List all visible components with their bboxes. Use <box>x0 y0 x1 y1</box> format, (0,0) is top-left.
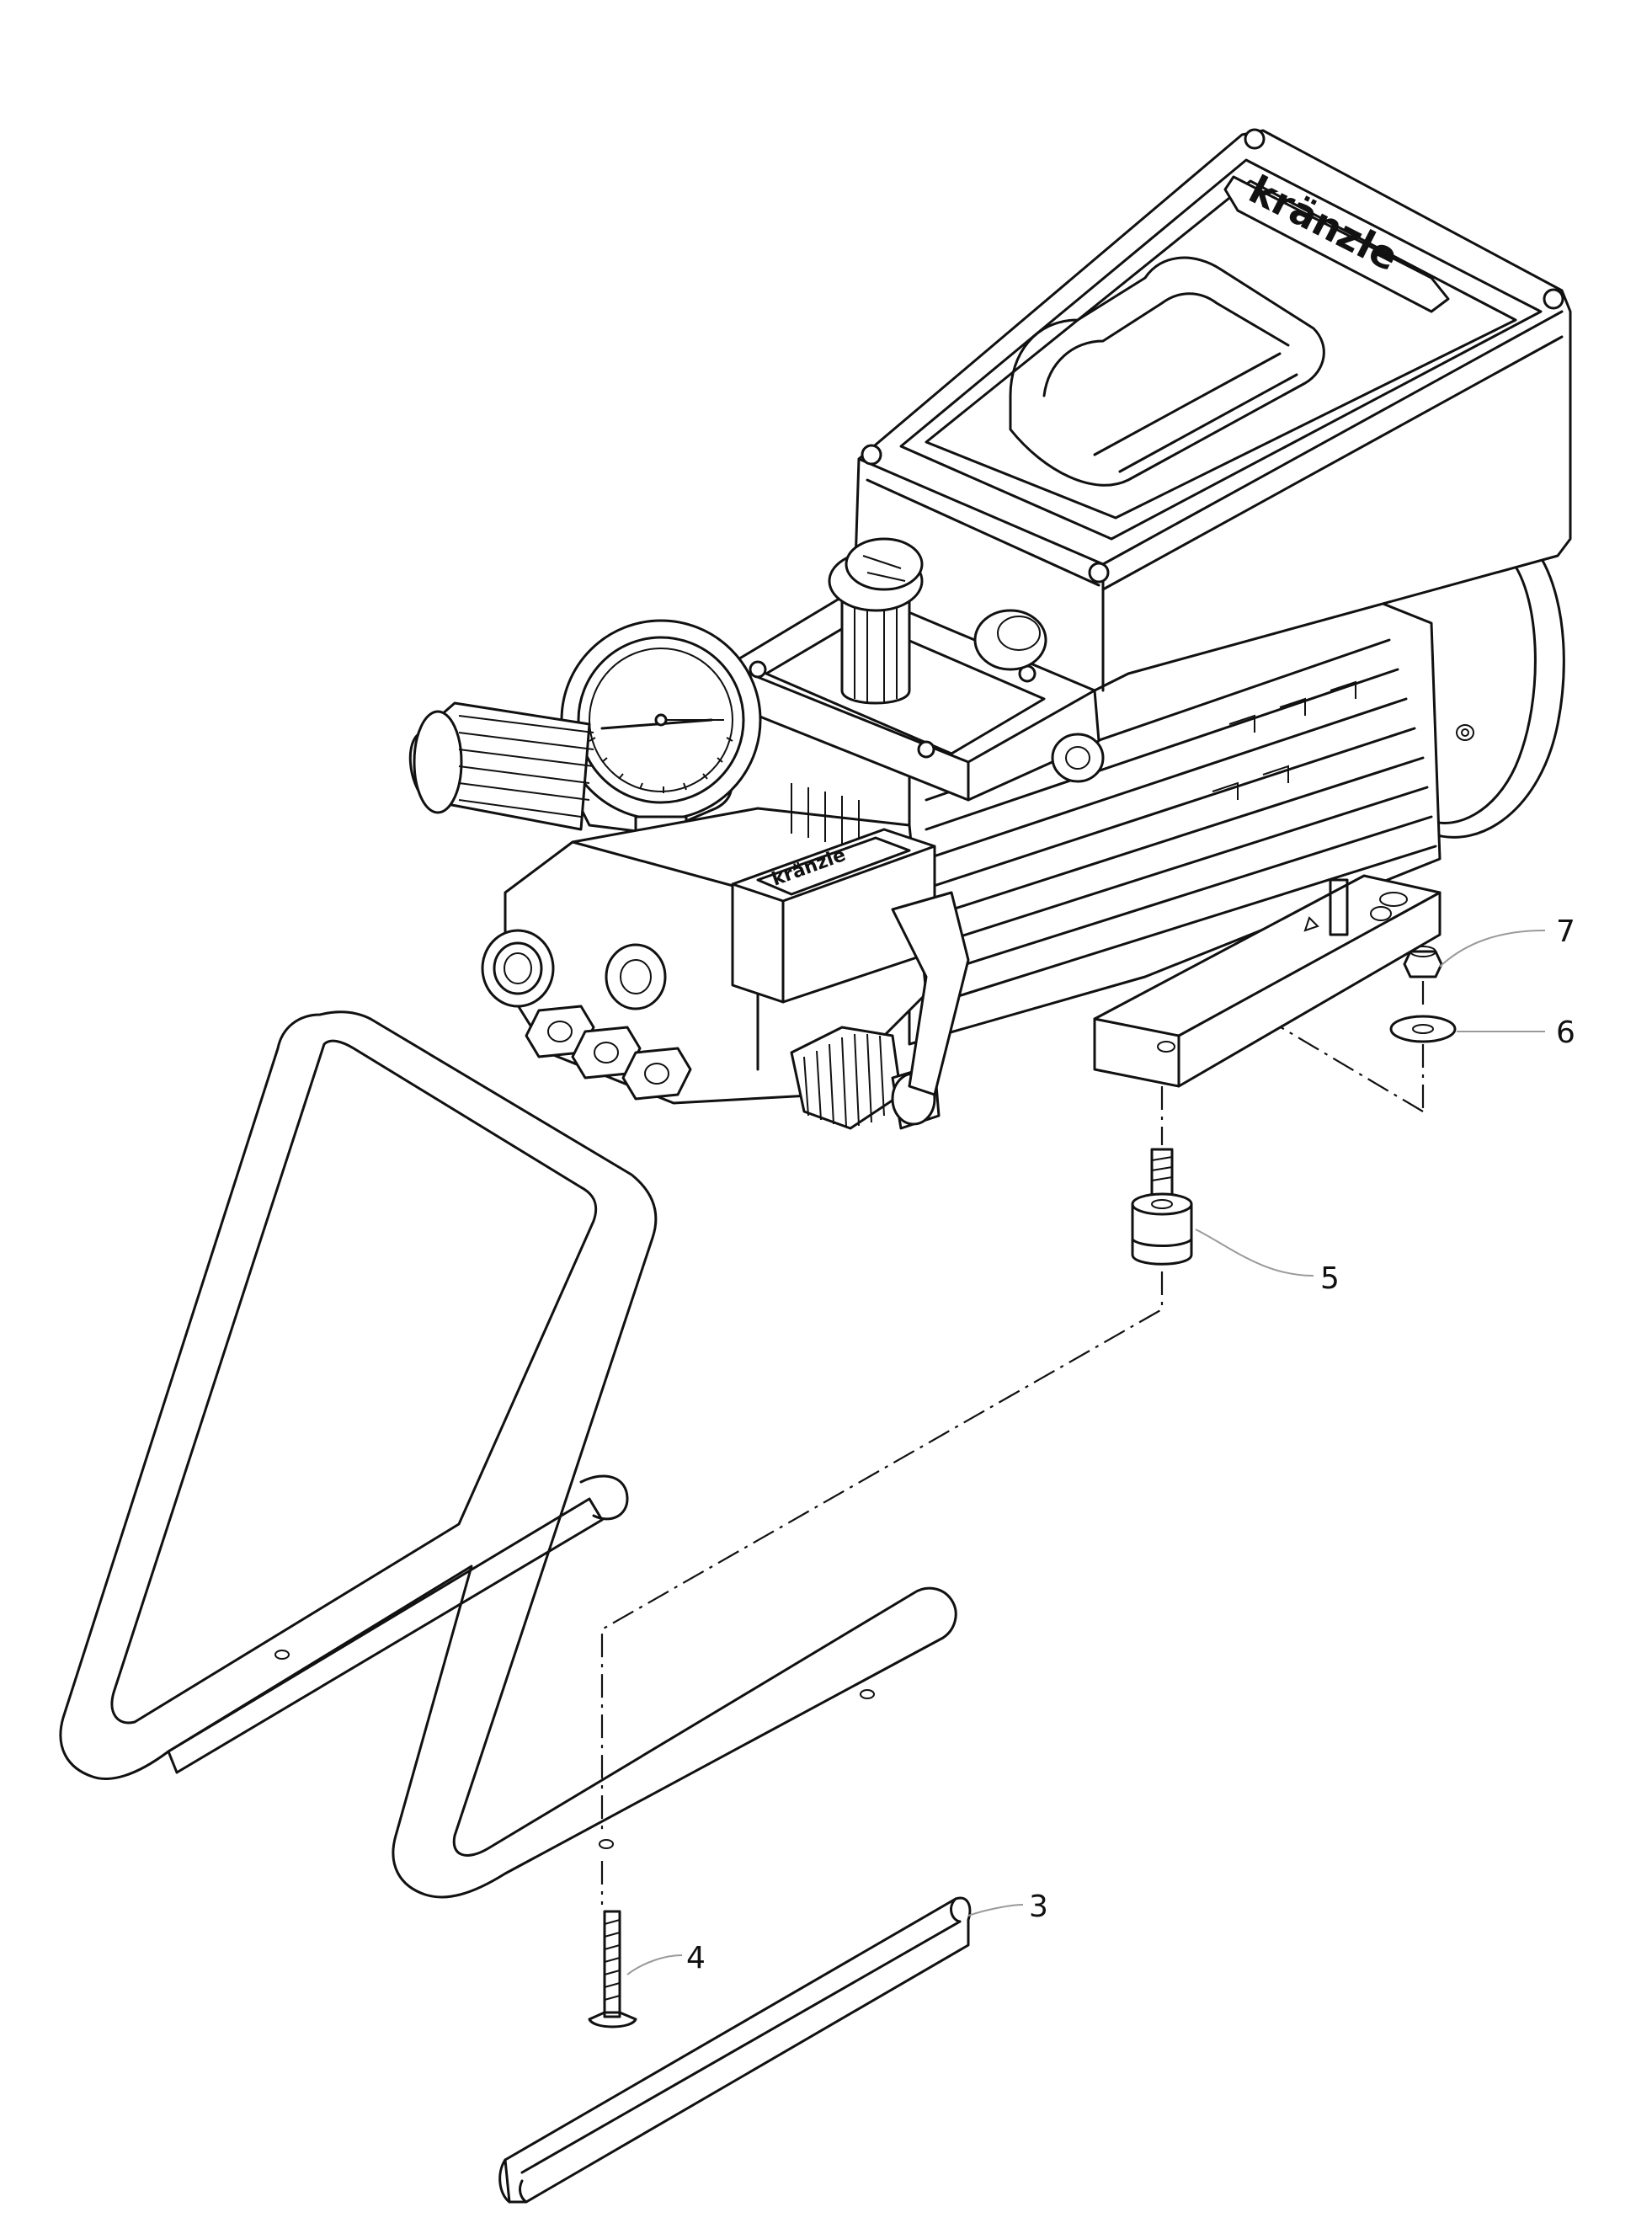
rubber-mount-part-5 <box>1131 1148 1193 1266</box>
callout-3: 3 <box>1029 1890 1048 1924</box>
callout-4: 4 <box>686 1941 706 1975</box>
callout-6: 6 <box>1556 1016 1575 1050</box>
tube-frame <box>59 1010 957 1899</box>
screw-part-4 <box>588 1910 637 2028</box>
washer-part-6 <box>1389 1015 1457 1043</box>
callout-5: 5 <box>1320 1261 1340 1296</box>
callout-leaders <box>626 930 1546 1975</box>
pressure-washer-unit: kränzle <box>408 128 1572 1130</box>
channel-strip-part-3 <box>498 1896 972 2204</box>
callout-7: 7 <box>1556 914 1575 949</box>
assembly-center-lines <box>600 976 1425 1905</box>
